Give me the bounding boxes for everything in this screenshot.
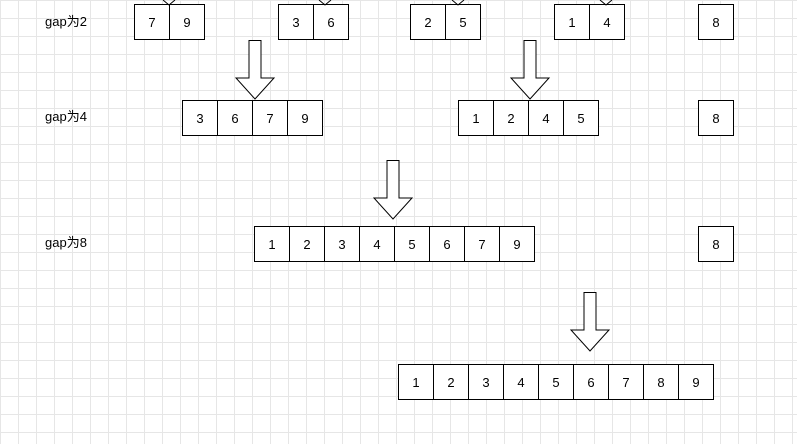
array-cell: 2	[493, 100, 529, 136]
gap-2-single: 8	[698, 4, 734, 40]
gap-2-label: gap为2	[45, 14, 87, 29]
arrow-tip-2	[318, 0, 332, 6]
array-cell: 1	[554, 4, 590, 40]
array-cell: 5	[445, 4, 481, 40]
array-cell: 6	[429, 226, 465, 262]
array-cell: 8	[698, 4, 734, 40]
array-cell: 9	[287, 100, 323, 136]
array-cell: 6	[573, 364, 609, 400]
array-cell: 2	[410, 4, 446, 40]
array-cell: 7	[608, 364, 644, 400]
array-cell: 3	[468, 364, 504, 400]
array-cell: 2	[433, 364, 469, 400]
gap-8-label: gap为8	[45, 235, 87, 250]
array-cell: 6	[313, 4, 349, 40]
array-cell: 3	[182, 100, 218, 136]
array-cell: 4	[503, 364, 539, 400]
array-cell: 2	[289, 226, 325, 262]
array-cell: 5	[394, 226, 430, 262]
array-cell: 1	[254, 226, 290, 262]
array-cell: 5	[538, 364, 574, 400]
down-arrow-icon-3	[372, 160, 414, 220]
array-cell: 7	[134, 4, 170, 40]
array-cell: 5	[563, 100, 599, 136]
array-cell: 9	[678, 364, 714, 400]
array-cell: 4	[528, 100, 564, 136]
array-cell: 9	[499, 226, 535, 262]
arrow-tip-4	[599, 0, 613, 6]
array-cell: 8	[698, 100, 734, 136]
array-cell: 1	[458, 100, 494, 136]
array-cell: 1	[398, 364, 434, 400]
array-cell: 4	[359, 226, 395, 262]
array-cell: 7	[252, 100, 288, 136]
gap-4-single: 8	[698, 100, 734, 136]
gap-8-single: 8	[698, 226, 734, 262]
down-arrow-icon-4	[569, 292, 611, 352]
array-cell: 8	[643, 364, 679, 400]
array-cell: 9	[169, 4, 205, 40]
down-arrow-icon-2	[509, 40, 551, 100]
arrow-tip-3	[451, 0, 465, 6]
array-cell: 8	[698, 226, 734, 262]
gap-4-label: gap为4	[45, 109, 87, 124]
array-cell: 6	[217, 100, 253, 136]
array-cell: 7	[464, 226, 500, 262]
array-cell: 4	[589, 4, 625, 40]
down-arrow-icon-1	[234, 40, 276, 100]
array-cell: 3	[324, 226, 360, 262]
arrow-tip-1	[162, 0, 176, 6]
array-cell: 3	[278, 4, 314, 40]
